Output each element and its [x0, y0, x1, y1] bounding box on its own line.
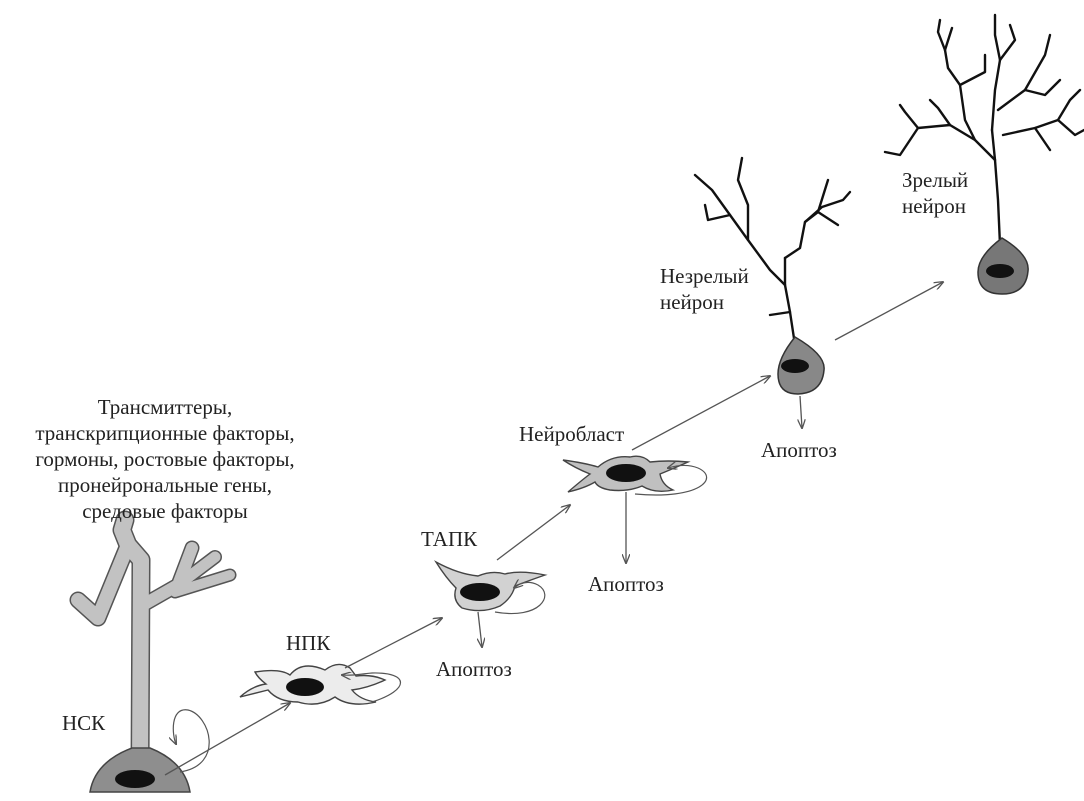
factors-line-2: транскрипционные факторы,: [0, 420, 330, 446]
neuroblast-label: Нейробласт: [519, 421, 624, 447]
neuroblast-cell: [563, 456, 688, 492]
mature-neuron-label-line2: нейрон: [902, 193, 968, 219]
factors-line-4: пронейрональные гены,: [0, 472, 330, 498]
arrow-immature-apoptosis: [800, 396, 802, 428]
tapk-apoptosis-label: Апоптоз: [436, 656, 512, 682]
arrow-nsk-to-npk: [165, 703, 290, 775]
factors-line-1: Трансмиттеры,: [0, 394, 330, 420]
mature-neuron-label-line1: Зрелый: [902, 167, 968, 193]
neuroblast-apoptosis-label: Апоптоз: [588, 571, 664, 597]
nsk-label: НСК: [62, 710, 105, 736]
arrow-tapk-apoptosis: [478, 612, 482, 647]
mature-neuron-label: Зрелый нейрон: [902, 167, 968, 219]
factors-line-5: средовые факторы: [0, 498, 330, 524]
tapk-label: ТАПК: [421, 526, 477, 552]
tapk-cell: [436, 562, 545, 611]
arrow-npk-to-tapk: [345, 618, 442, 668]
immature-neuron-label: Незрелый нейрон: [660, 263, 749, 315]
factors-line-3: гормоны, ростовые факторы,: [0, 446, 330, 472]
npk-cell: [240, 664, 385, 704]
arrow-immature-to-mature: [835, 282, 943, 340]
immature-neuron: [695, 158, 850, 345]
immature-neuron-label-line1: Незрелый: [660, 263, 749, 289]
immature-apoptosis-label: Апоптоз: [761, 437, 837, 463]
mature-neuron-soma: [978, 238, 1028, 294]
arrow-neuroblast-to-immature: [632, 376, 770, 450]
nsk-self-renewal-arrow: [173, 710, 209, 772]
immature-neuron-label-line2: нейрон: [660, 289, 749, 315]
npk-label: НПК: [286, 630, 330, 656]
regulatory-factors-label: Трансмиттеры, транскрипционные факторы, …: [0, 394, 330, 524]
arrow-tapk-to-neuroblast: [497, 505, 570, 560]
immature-neuron-soma: [778, 337, 824, 394]
